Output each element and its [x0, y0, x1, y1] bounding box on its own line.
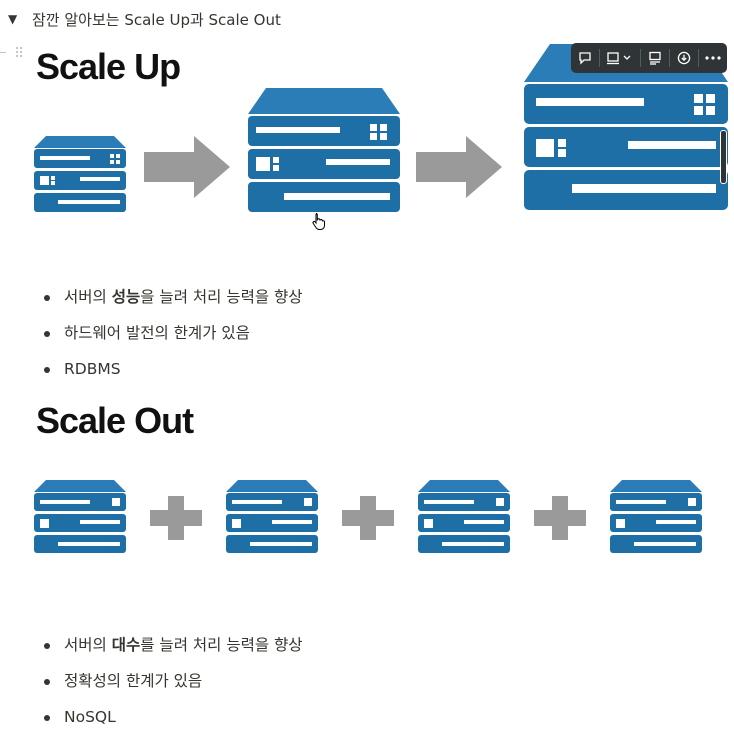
list-item: 서버의 성능을 늘려 처리 능력을 향상: [44, 285, 303, 321]
comment-icon[interactable]: [571, 43, 599, 73]
plus-icon: [342, 496, 394, 540]
toolbar-separator: [669, 49, 670, 67]
block-drag-handle[interactable]: ⠿: [0, 46, 26, 68]
list-item: RDBMS: [44, 357, 303, 393]
toggle-arrow-icon[interactable]: ▼: [8, 12, 18, 26]
image-toolbar: [571, 43, 727, 73]
server-icon: [610, 480, 702, 553]
list-item: 하드웨어 발전의 한계가 있음: [44, 321, 303, 357]
align-icon[interactable]: [641, 43, 669, 73]
toolbar-separator: [599, 49, 600, 67]
scale-up-bullet-list: 서버의 성능을 늘려 처리 능력을 향상 하드웨어 발전의 한계가 있음 RDB…: [44, 285, 303, 393]
list-item: 서버의 대수를 늘려 처리 능력을 향상: [44, 633, 303, 669]
scale-up-heading: Scale Up: [36, 46, 181, 87]
arrow-right-icon: [144, 136, 230, 198]
toolbar-separator: [698, 49, 699, 67]
plus-icon: [150, 496, 202, 540]
image-resize-handle[interactable]: [720, 130, 727, 184]
more-icon[interactable]: [699, 43, 727, 73]
caption-icon[interactable]: [600, 43, 640, 73]
server-icon: [226, 480, 318, 553]
drag-dash: [0, 52, 6, 53]
medium-server-icon: [248, 88, 400, 212]
small-server-icon: [34, 136, 126, 212]
toggle-block[interactable]: ▼ 잠깐 알아보는 Scale Up과 Scale Out: [8, 8, 281, 30]
arrow-right-icon: [416, 136, 502, 198]
scale-out-heading: Scale Out: [36, 400, 194, 441]
list-item: NoSQL: [44, 705, 303, 741]
drag-handle-icon[interactable]: ⠿: [14, 46, 24, 62]
plus-icon: [534, 496, 586, 540]
server-icon: [418, 480, 510, 553]
download-icon[interactable]: [670, 43, 698, 73]
toolbar-separator: [640, 49, 641, 67]
hand-cursor-icon: [312, 213, 325, 230]
server-icon: [34, 480, 126, 553]
list-item: 정확성의 한계가 있음: [44, 669, 303, 705]
toggle-title: 잠깐 알아보는 Scale Up과 Scale Out: [32, 10, 281, 29]
scale-out-bullet-list: 서버의 대수를 늘려 처리 능력을 향상 정확성의 한계가 있음 NoSQL: [44, 633, 303, 741]
